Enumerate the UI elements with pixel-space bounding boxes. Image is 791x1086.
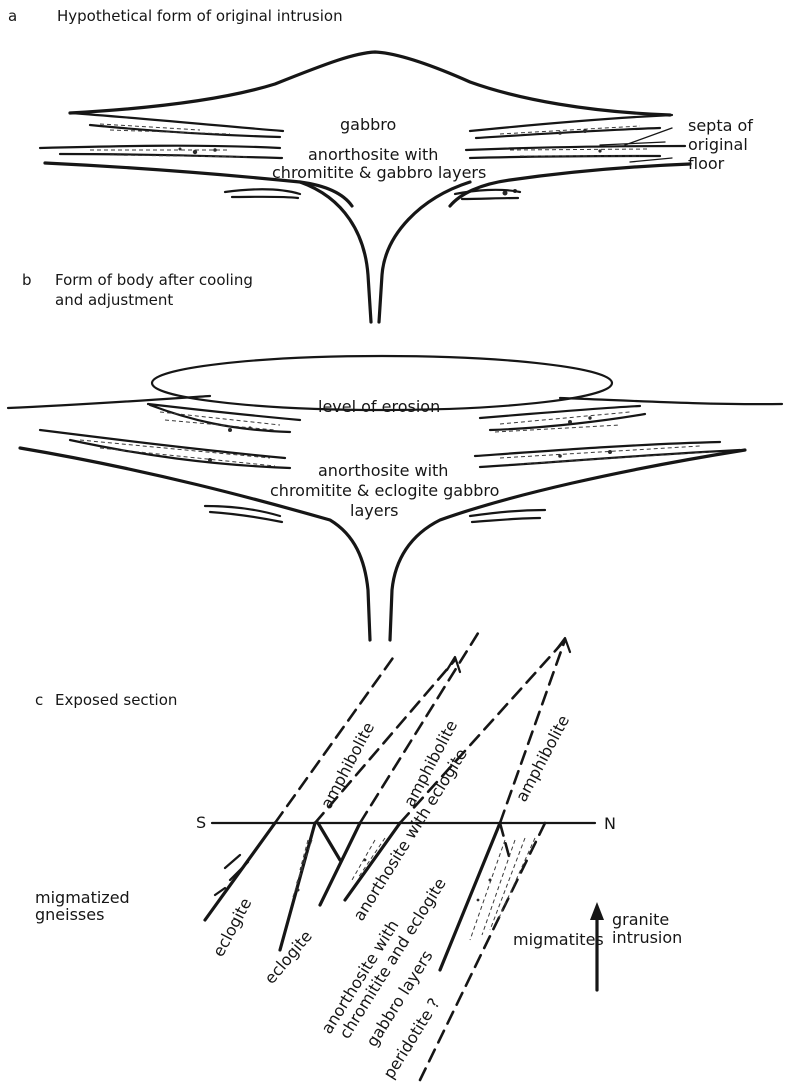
panel-b-title-2: and adjustment (55, 291, 173, 309)
panel-b-anorthosite-label-3: layers (350, 501, 398, 520)
panel-a-septa-label-1: septa of (688, 116, 753, 135)
panel-c-amphibolite-label-1: amphibolite (317, 719, 378, 812)
panel-a-gabbro-label: gabbro (340, 115, 396, 134)
panel-c-dashed-lower (420, 823, 545, 1080)
panel-b-title-1: Form of body after cooling (55, 271, 253, 289)
panel-a-base-septa (225, 189, 520, 199)
panel-b: b Form of body after cooling and adjustm… (8, 271, 782, 640)
panel-c-migmatized-label-2: gneisses (35, 905, 104, 924)
panel-a-letter: a (8, 7, 17, 25)
panel-c-letter: c (35, 691, 43, 709)
panel-c-title: Exposed section (55, 691, 177, 709)
panel-a-septa-label-3: floor (688, 154, 725, 173)
panel-a-anorthosite-label-2: chromitite & gabbro layers (272, 163, 486, 182)
panel-b-anorthosite-label-1: anorthosite with (318, 461, 448, 480)
panel-c-gneiss-dashes (215, 855, 248, 895)
panel-c-eclogite-label-2: eclogite (261, 927, 316, 988)
panel-c-eclogite-wedge (280, 823, 340, 950)
panel-c-north-label: N (604, 814, 616, 833)
panel-a-dome (70, 52, 670, 115)
panel-c-amphibolite-label-3: amphibolite (512, 712, 573, 805)
panel-a-title: Hypothetical form of original intrusion (57, 7, 343, 25)
panel-c-granite-label-1: granite (612, 910, 669, 929)
panel-a-septa-label-2: original (688, 135, 748, 154)
panel-c-anorthosite-label-1: anorthosite with eclogite (349, 745, 471, 924)
panel-c-migmatites-label: migmatites (513, 930, 604, 949)
panel-a-septum-left-1b (90, 125, 280, 137)
panel-a-septum-right-2 (466, 146, 685, 158)
panel-c-granite-label-2: intrusion (612, 928, 682, 947)
panel-a-anorthosite-label-1: anorthosite with (308, 145, 438, 164)
panel-c-south-label: S (196, 813, 206, 832)
panel-b-erosion-label: level of erosion (318, 397, 440, 416)
panel-c: c Exposed section S N migmatized gneisse… (35, 630, 682, 1082)
panel-a-septum-right-1 (470, 115, 672, 138)
panel-a-septum-left-1 (70, 113, 283, 131)
panel-b-anorthosite-label-2: chromitite & eclogite gabbro (270, 481, 499, 500)
panel-b-letter: b (22, 271, 32, 289)
panel-a-feeder (300, 182, 470, 322)
panel-c-anorthosite-contact (440, 823, 500, 970)
panel-c-granite-arrowhead (590, 902, 604, 920)
